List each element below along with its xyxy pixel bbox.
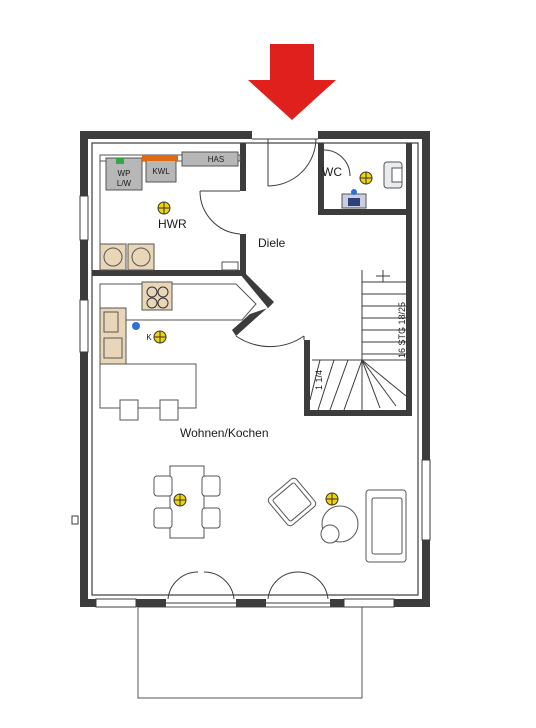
staircase	[309, 270, 407, 411]
ceiling-light-icon	[153, 330, 167, 344]
dining-table	[153, 465, 221, 539]
entrance-door[interactable]	[252, 138, 318, 187]
ceiling-light-icon	[157, 201, 171, 215]
wall-finish-lines	[91, 142, 419, 596]
kitchen: K	[99, 281, 257, 421]
ceiling-light-icon	[325, 492, 339, 506]
kitchen-door[interactable]	[235, 335, 305, 348]
svg-text:16 STG 18/25: 16 STG 18/25	[397, 302, 407, 358]
room-label-hwr: HWR	[158, 217, 187, 231]
ceiling-lights	[153, 171, 373, 507]
svg-text:K: K	[146, 333, 152, 342]
wc-fixtures	[341, 161, 403, 209]
window-marks	[79, 195, 431, 608]
terrace-doors[interactable]	[166, 571, 330, 604]
kitchen-island	[99, 363, 197, 409]
ceiling-light-icon	[359, 171, 373, 185]
svg-text:KWL: KWL	[152, 167, 170, 176]
terrace-outline	[137, 606, 363, 699]
room-label-diele: Diele	[258, 236, 286, 250]
hwr-fixtures: WP L/W KWL HAS	[99, 151, 241, 271]
living-furniture	[267, 477, 407, 563]
exterior-tap	[71, 515, 79, 525]
svg-text:L/W: L/W	[117, 179, 132, 188]
interior-walls	[92, 143, 412, 416]
has-box	[181, 151, 239, 167]
svg-text:HAS: HAS	[208, 155, 224, 164]
entrance-arrow-icon	[248, 44, 336, 120]
hwr-door[interactable]	[199, 190, 241, 235]
wc-door[interactable]	[323, 149, 351, 177]
svg-text:1 1/4: 1 1/4	[314, 370, 324, 390]
outlet-icon	[132, 322, 140, 330]
svg-text:WP: WP	[118, 169, 131, 178]
room-label-wohnen: Wohnen/Kochen	[180, 426, 269, 440]
ceiling-light-icon	[173, 493, 187, 507]
room-label-wc: WC	[322, 165, 342, 179]
